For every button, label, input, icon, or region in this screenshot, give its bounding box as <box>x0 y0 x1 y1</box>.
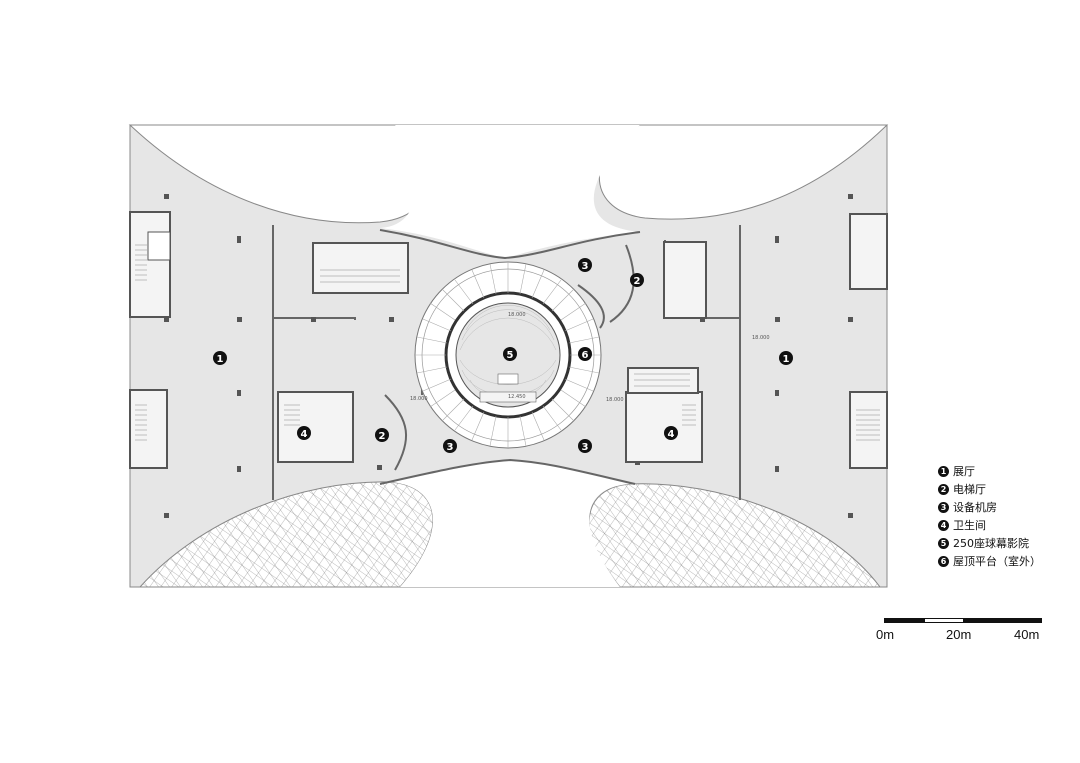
legend: 1 展厅 2 电梯厅 3 设备机房 4 卫生间 5 250座球幕影院 6 屋顶平… <box>938 462 1041 570</box>
level-tag-a: 18.000 <box>752 335 770 341</box>
legend-label: 展厅 <box>953 465 975 478</box>
legend-marker: 2 <box>938 483 949 495</box>
legend-item: 1 展厅 <box>938 462 1041 480</box>
core-east-escalator <box>627 367 699 394</box>
svg-text:4: 4 <box>301 429 308 440</box>
scale-label-20: 20m <box>946 627 972 642</box>
stair-treads <box>135 244 880 441</box>
svg-text:1: 1 <box>217 354 224 365</box>
legend-item: 4 卫生间 <box>938 516 1041 534</box>
core-west-lower <box>129 389 168 469</box>
legend-marker: 3 <box>938 501 949 513</box>
marker-3-sw: 3 <box>443 439 457 453</box>
svg-text:3: 3 <box>582 442 589 453</box>
scale-segment-3 <box>964 618 1042 623</box>
cores <box>129 211 888 469</box>
legend-item: 2 电梯厅 <box>938 480 1041 498</box>
level-tag-d: 18.000 <box>508 312 526 318</box>
scale-label-0: 0m <box>876 627 895 642</box>
bottom-center-edge <box>379 458 636 485</box>
marker-3-ne: 3 <box>578 258 592 272</box>
top-center-void <box>380 125 640 258</box>
legend-marker: 1 <box>938 465 949 477</box>
legend-item: 6 屋顶平台（室外） <box>938 552 1041 570</box>
marker-1-west: 1 <box>213 351 227 365</box>
svg-text:6: 6 <box>582 350 589 361</box>
top-center-edge <box>379 229 641 260</box>
legend-label: 设备机房 <box>953 501 997 514</box>
marker-1-east: 1 <box>779 351 793 365</box>
core-west-toilets <box>277 391 354 463</box>
marker-2-east: 2 <box>630 273 644 287</box>
bottom-center-void <box>390 460 630 587</box>
svg-text:4: 4 <box>668 429 675 440</box>
legend-marker: 6 <box>938 555 949 567</box>
marker-4-east: 4 <box>664 426 678 440</box>
legend-marker: 4 <box>938 519 949 531</box>
level-tag-b: 18.000 <box>410 396 428 402</box>
svg-text:1: 1 <box>783 354 790 365</box>
scale-segment-2 <box>924 618 964 623</box>
bottom-right-lattice-2 <box>589 483 880 587</box>
svg-text:3: 3 <box>447 442 454 453</box>
level-tag-e: 12.450 <box>508 394 526 400</box>
marker-2-west: 2 <box>375 428 389 442</box>
marker-6: 6 <box>578 347 592 361</box>
scale-label-40: 40m <box>1014 627 1040 642</box>
svg-text:2: 2 <box>634 276 641 287</box>
core-east-upper <box>849 213 888 290</box>
level-tag-c: 18.000 <box>606 397 624 403</box>
legend-label: 电梯厅 <box>953 483 986 496</box>
legend-label: 250座球幕影院 <box>953 537 1029 550</box>
marker-3-se: 3 <box>578 439 592 453</box>
bottom-left-lattice-2 <box>140 481 433 587</box>
core-east-toilets <box>625 391 703 463</box>
core-ne-elevator <box>663 241 707 319</box>
legend-item: 3 设备机房 <box>938 498 1041 516</box>
svg-text:2: 2 <box>379 431 386 442</box>
svg-text:3: 3 <box>582 261 589 272</box>
legend-item: 5 250座球幕影院 <box>938 534 1041 552</box>
core-west-upper <box>129 211 171 318</box>
marker-4-west: 4 <box>297 426 311 440</box>
scale-segment-1 <box>884 618 924 623</box>
scale-bar: 0m 20m 40m <box>876 618 1046 644</box>
legend-label: 屋顶平台（室外） <box>953 555 1041 568</box>
core-nw-escalator <box>312 242 409 294</box>
marker-5: 5 <box>503 347 517 361</box>
legend-marker: 5 <box>938 537 949 549</box>
legend-label: 卫生间 <box>953 519 986 532</box>
svg-text:5: 5 <box>507 350 514 361</box>
